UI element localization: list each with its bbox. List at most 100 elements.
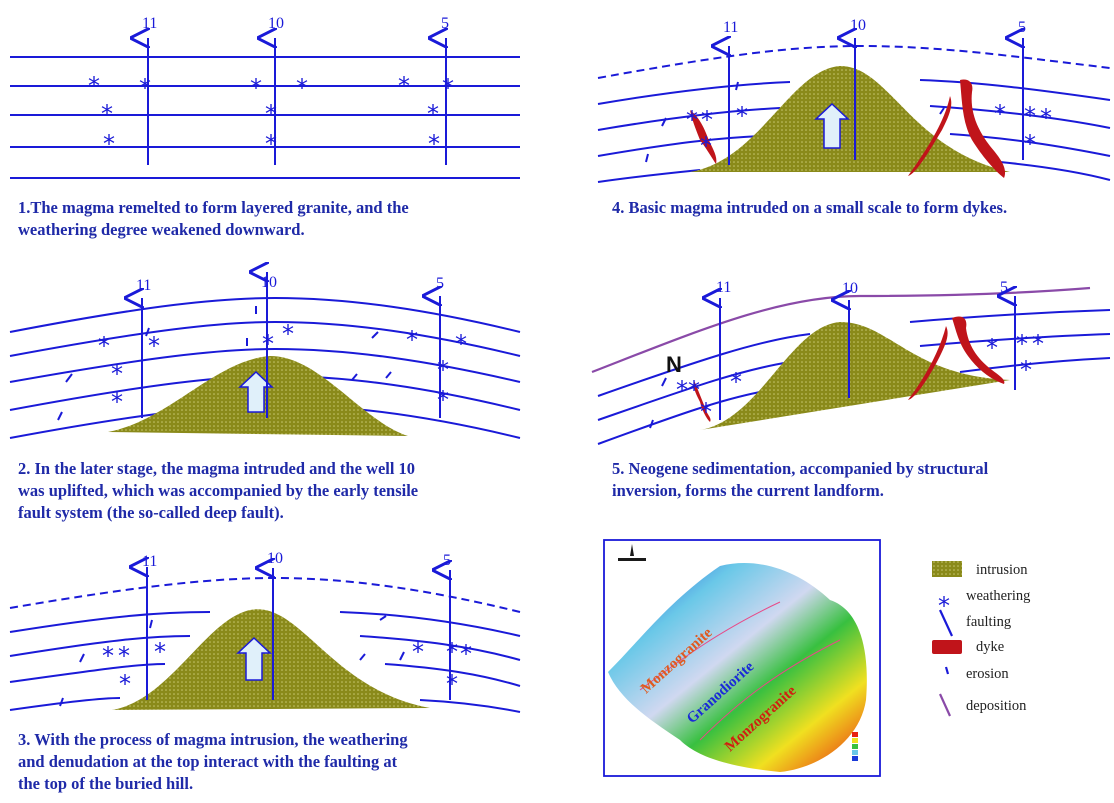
svg-text:*: * (262, 330, 274, 358)
svg-text:*: * (427, 100, 439, 128)
p1-caption-line: weathering degree weakened downward. (18, 220, 305, 239)
svg-text:*: * (111, 388, 123, 416)
svg-text:*: * (460, 640, 472, 668)
p2-well-11: 11 (136, 277, 151, 294)
p5-caption-line: 5. Neogene sedimentation, accompanied by… (612, 459, 989, 478)
p5-deposition-line (591, 286, 1091, 374)
p3-well-11: 11 (142, 553, 157, 570)
p5-well-11: 11 (716, 279, 731, 296)
p3-caption-line: and denudation at the top interact with … (18, 752, 398, 771)
map-relief (608, 563, 867, 772)
panel-4-diagram: ** ** *** * 11 10 5 (597, 17, 1111, 183)
svg-text:*: * (730, 368, 742, 396)
panel-1-caption: 1.The magma remelted to form layered gra… (18, 197, 409, 241)
p4-well-11: 11 (723, 19, 738, 36)
svg-text:*: * (101, 100, 113, 128)
legend-erosion-label: erosion (966, 666, 1009, 682)
panel-3-diagram: ** ** *** * 11 10 5 (9, 550, 521, 713)
legend-weathering-swatch: * (938, 592, 950, 620)
svg-text:*: * (265, 130, 277, 158)
legend-weathering-label: weathering (966, 588, 1030, 604)
p4-dyke-right (960, 79, 1006, 178)
svg-text:*: * (139, 74, 151, 102)
svg-text:*: * (398, 72, 410, 100)
svg-text:*: * (282, 320, 294, 348)
svg-text:*: * (446, 670, 458, 698)
legend-deposition-swatch (938, 693, 952, 717)
p3-well-10: 10 (267, 550, 283, 567)
p5-well-10: 10 (842, 280, 858, 297)
panel-5-caption: 5. Neogene sedimentation, accompanied by… (612, 458, 988, 502)
svg-text:*: * (700, 398, 712, 426)
panel-3-caption: 3. With the process of magma intrusion, … (18, 729, 408, 795)
p4-caption-line: 4. Basic magma intruded on a small scale… (612, 198, 1008, 217)
svg-text:*: * (296, 74, 308, 102)
svg-text:*: * (1032, 330, 1044, 358)
legend-dyke-swatch (932, 640, 962, 654)
legend-faulting-swatch (939, 609, 953, 637)
panel-2-diagram: ** ** ** ** ** 11 10 5 (9, 272, 521, 439)
svg-text:*: * (736, 102, 748, 130)
p5-well-5: 5 (1000, 279, 1008, 296)
legend-dyke-label: dyke (976, 639, 1004, 655)
svg-text:*: * (676, 376, 688, 404)
p3-well-5: 5 (443, 552, 451, 569)
svg-text:*: * (437, 356, 449, 384)
p2-caption-line: 2. In the later stage, the magma intrude… (18, 459, 416, 478)
p2-well-10: 10 (261, 274, 277, 291)
panel-2-caption: 2. In the later stage, the magma intrude… (18, 458, 418, 524)
p2-uplift-arrow (238, 370, 274, 413)
p5-dyke-right (952, 316, 1005, 384)
svg-text:*: * (412, 638, 424, 666)
p1-caption-line: 1.The magma remelted to form layered gra… (18, 198, 409, 217)
p4-well-5: 5 (1018, 19, 1026, 36)
svg-text:*: * (98, 332, 110, 360)
svg-text:*: * (1016, 330, 1028, 358)
p3-uplift-arrow (236, 636, 272, 681)
p1-well-5: 5 (441, 15, 449, 32)
svg-text:*: * (103, 130, 115, 158)
svg-text:*: * (111, 360, 123, 388)
panel-5-diagram: ** ** *** * N 11 10 5 (591, 279, 1111, 445)
legend-deposition-label: deposition (966, 698, 1027, 714)
svg-text:*: * (428, 130, 440, 158)
p4-uplift-arrow (814, 102, 850, 149)
p4-dyke-left (690, 110, 717, 164)
p1-well-11: 11 (142, 15, 157, 32)
p2-caption-line: was uplifted, which was accompanied by t… (18, 481, 419, 500)
panel-4-caption: 4. Basic magma intruded on a small scale… (612, 197, 1007, 219)
svg-text:*: * (455, 330, 467, 358)
panel-1-diagram: ** ** ** ** ** ** 11 10 5 (10, 15, 520, 179)
p3-caption-line: the top of the buried hill. (18, 774, 194, 793)
svg-text:*: * (406, 326, 418, 354)
legend-erosion-swatch (944, 666, 950, 675)
svg-text:*: * (1024, 130, 1036, 158)
svg-text:*: * (118, 642, 130, 670)
svg-text:*: * (88, 72, 100, 100)
p5-intrusion (700, 322, 1010, 430)
p1-well-10: 10 (268, 15, 284, 32)
svg-text:*: * (700, 132, 712, 160)
svg-text:*: * (1020, 356, 1032, 384)
p3-caption-line: 3. With the process of magma intrusion, … (18, 730, 408, 749)
legend-faulting-label: faulting (966, 614, 1011, 630)
svg-text:*: * (119, 670, 131, 698)
svg-text:*: * (437, 386, 449, 414)
svg-text:*: * (148, 332, 160, 360)
svg-text:*: * (994, 100, 1006, 128)
geologic-map: Monzogranite Granodiorite Monzogranite (603, 539, 881, 777)
svg-text:*: * (701, 106, 713, 134)
svg-text:*: * (688, 376, 700, 404)
svg-text:*: * (686, 106, 698, 134)
p5-dyke-left (693, 380, 711, 422)
legend-intrusion-swatch (932, 561, 962, 577)
p3-intrusion (112, 609, 430, 710)
svg-text:*: * (1024, 102, 1036, 130)
svg-text:*: * (102, 642, 114, 670)
svg-text:*: * (1040, 104, 1052, 132)
p5-north-label: N (666, 352, 682, 377)
svg-text:*: * (442, 74, 454, 102)
svg-text:*: * (154, 638, 166, 666)
legend-intrusion-label: intrusion (976, 562, 1028, 578)
